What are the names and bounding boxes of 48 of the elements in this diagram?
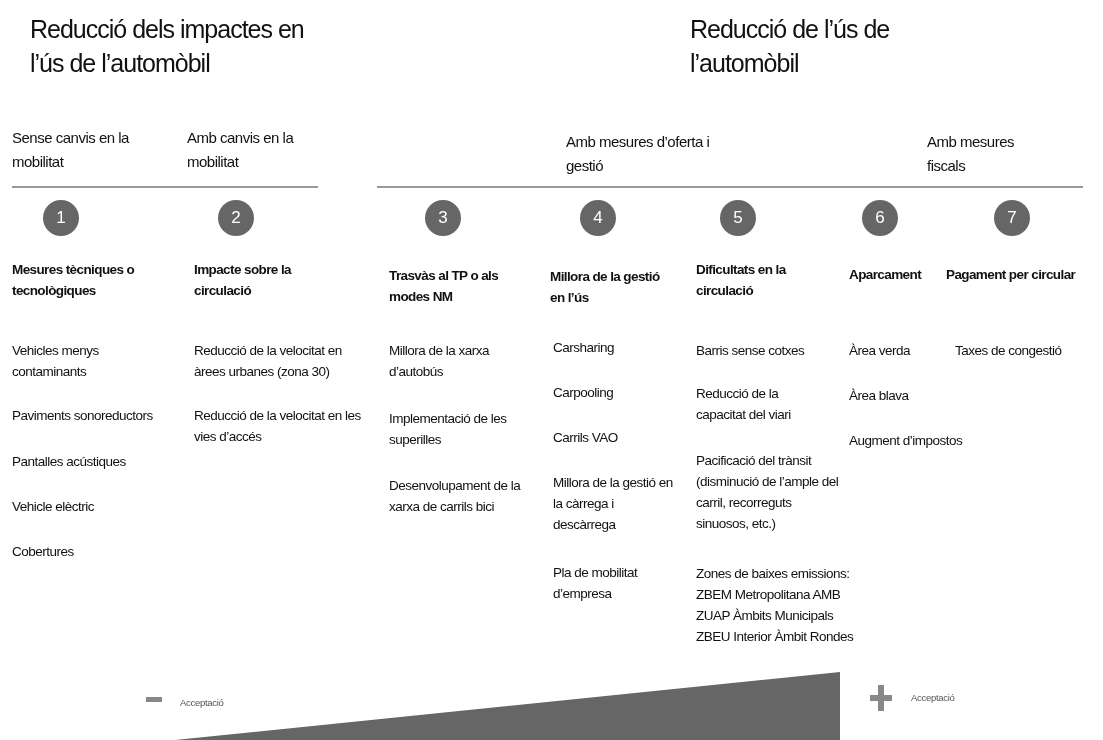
measure-item: Reducció de la velocitat en àrees urbanes (zona 30) xyxy=(194,342,343,381)
measure-item: Taxes de congestió xyxy=(955,342,1063,360)
measure-item: Cobertures xyxy=(12,543,75,561)
column-heading: Dificultats en la circulació xyxy=(696,261,788,300)
measure-item: Augment d’impostos xyxy=(849,432,964,450)
number-circle: 4 xyxy=(580,200,616,236)
measure-item: Carsharing xyxy=(553,339,616,357)
measure-item: Implementació de les superilles xyxy=(389,410,508,449)
section-heading: Reducció dels impactes en l’ús de l’automòbil xyxy=(30,14,305,79)
measure-item: Reducció de la capacitat del viari xyxy=(696,385,792,424)
number-circle: 1 xyxy=(43,200,79,236)
measure-item: Desenvolupament de la xarxa de carrils bici xyxy=(389,477,522,516)
measure-item: Paviments sonoreductors xyxy=(12,407,154,425)
number-circle: 7 xyxy=(994,200,1030,236)
group-heading: Sense canvis en la mobilitat xyxy=(12,128,131,172)
measure-item: ZBEM Metropolitana AMB xyxy=(696,586,842,604)
column-heading: Mesures tècniques o tecnològiques xyxy=(12,261,136,300)
number-circle: 5 xyxy=(720,200,756,236)
measure-item: Pacificació del trànsit (disminució de l’ample del carril, recorreguts sinuosos, etc.) xyxy=(696,452,840,533)
column-heading: Aparcament xyxy=(849,266,923,284)
acceptance-label: Acceptació xyxy=(180,696,225,710)
number-circle: 6 xyxy=(862,200,898,236)
acceptance-label: Acceptació xyxy=(911,691,956,705)
group-heading: Amb canvis en la mobilitat xyxy=(187,128,295,172)
measure-item: Pantalles acústiques xyxy=(12,453,127,471)
measure-item: Àrea blava xyxy=(849,387,910,405)
column-heading: Impacte sobre la circulació xyxy=(194,261,293,300)
group-heading: Amb mesures fiscals xyxy=(927,132,1016,176)
column-heading: Pagament per circular xyxy=(946,266,1077,284)
column-heading: Millora de la gestió en l’ús xyxy=(550,268,660,307)
number-circle: 2 xyxy=(218,200,254,236)
measure-item: ZBEU Interior Àmbit Rondes xyxy=(696,628,855,646)
group-heading: Amb mesures d’oferta i gestió xyxy=(566,132,711,176)
measure-item: Carpooling xyxy=(553,384,615,402)
measure-item: ZUAP Àmbits Municipals xyxy=(696,607,835,625)
measure-item: Pla de mobilitat d’empresa xyxy=(553,564,639,603)
number-circle: 3 xyxy=(425,200,461,236)
measure-item: Vehicles menys contaminants xyxy=(12,342,100,381)
measure-item: Barris sense cotxes xyxy=(696,342,806,360)
section-heading: Reducció de l’ús de l’automòbil xyxy=(690,14,891,79)
measure-item: Zones de baixes emissions: xyxy=(696,565,851,583)
measure-item: Millora de la gestió en la càrrega i descàrrega xyxy=(553,474,674,534)
measure-item: Vehicle elèctric xyxy=(12,498,96,516)
measure-item: Millora de la xarxa d’autobús xyxy=(389,342,491,381)
measure-item: Reducció de la velocitat en les vies d’accés xyxy=(194,407,362,446)
column-heading: Trasvàs al TP o als modes NM xyxy=(389,267,500,306)
measure-item: Carrils VAO xyxy=(553,429,619,447)
measure-item: Àrea verda xyxy=(849,342,912,360)
